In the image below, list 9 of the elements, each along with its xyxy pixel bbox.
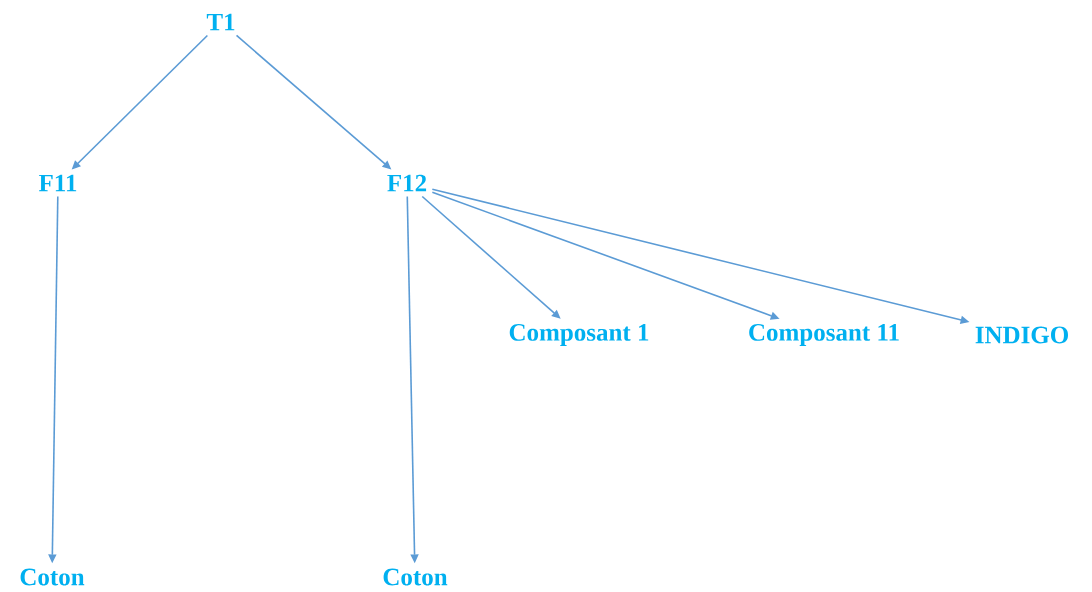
node-label: T1	[206, 13, 235, 31]
node-label: Composant 11	[749, 324, 899, 346]
node-label: F12	[387, 174, 427, 192]
node-label: F11	[39, 174, 77, 192]
arrow	[421, 195, 561, 319]
node-label: Coton	[20, 568, 85, 586]
node-label: Coton	[383, 568, 448, 586]
node-label: Composant 1	[509, 324, 649, 346]
node-label: INDIGO	[975, 326, 1068, 344]
